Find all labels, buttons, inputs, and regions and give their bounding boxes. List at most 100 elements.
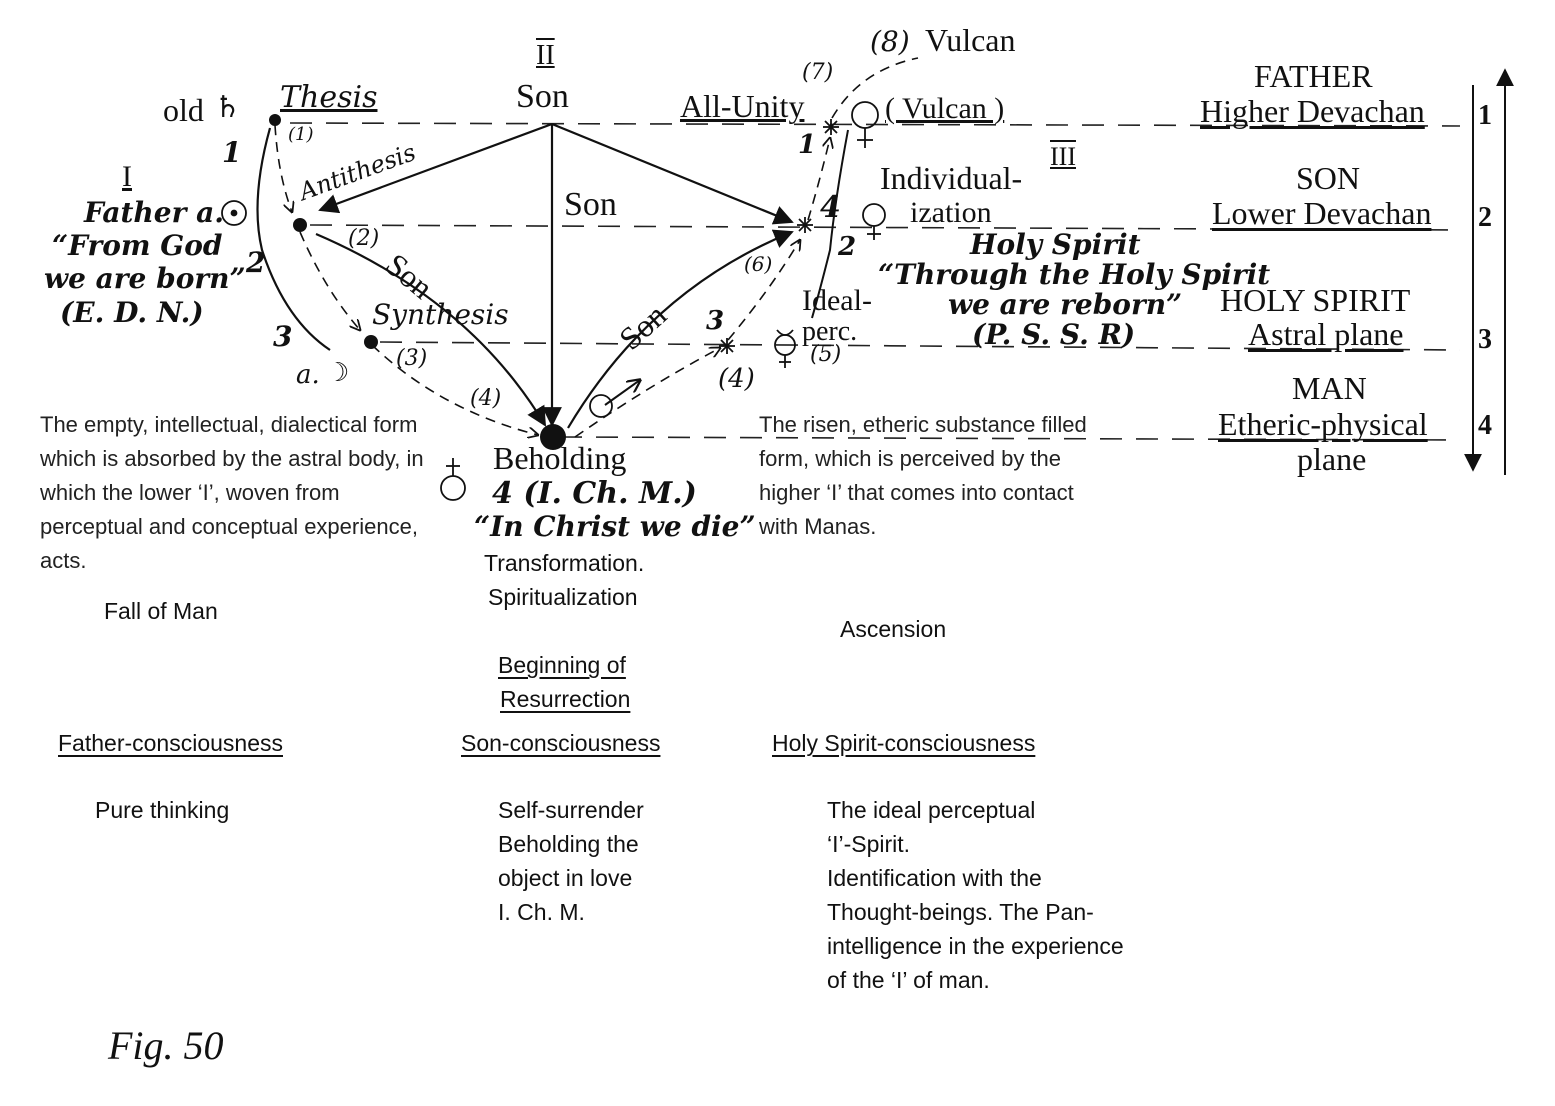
dash-star3-star2 — [727, 240, 800, 341]
holy-spirit-quote-1: “Through the Holy Spirit — [878, 258, 1271, 291]
venus-symbol-top — [851, 101, 879, 148]
plane-name-holy-spirit: HOLY SPIRIT — [1220, 282, 1411, 318]
hs-line-5: of the ‘I’ of man. — [827, 967, 990, 993]
plane-line-2 — [309, 224, 1461, 231]
star-1 — [823, 119, 839, 135]
numeral-i: I — [122, 160, 132, 193]
father-consciousness: Father-consciousness — [58, 730, 283, 756]
marker-moon-a: a. — [296, 360, 320, 390]
father-source: (E. D. N.) — [60, 296, 204, 329]
marker-n2-left: 2 — [246, 246, 266, 279]
marker-p3: (3) — [396, 346, 428, 371]
marker-n1-right: 1 — [798, 130, 817, 160]
son-line-1: Beholding the — [498, 831, 639, 857]
marker-p5: (5) — [810, 342, 842, 367]
hs-line-0: The ideal perceptual — [827, 797, 1036, 823]
dash-vulcan-arc — [831, 57, 919, 119]
plane-name-father: FATHER — [1254, 58, 1373, 94]
moon-symbol: ☽ — [326, 358, 350, 388]
plane-higher-devachan: Higher Devachan — [1200, 93, 1425, 129]
son-line-2: object in love — [498, 865, 633, 891]
dash-thesis-antithesis — [274, 124, 292, 212]
left-brace — [256, 127, 331, 351]
holy-spirit-quote-2: we are reborn” — [948, 288, 1183, 321]
son-consciousness: Son-consciousness — [461, 730, 661, 756]
arrow-son-individualization — [551, 122, 794, 225]
marker-p7: (7) — [802, 60, 834, 85]
label-ascension: Ascension — [840, 616, 947, 642]
label-old-saturn: old — [163, 92, 204, 128]
node-beholding: Beholding — [493, 440, 627, 476]
holy-spirit-consciousness: Holy Spirit-consciousness — [772, 730, 1036, 756]
dash-antithesis-synthesis — [299, 231, 360, 330]
mercury-symbol-beholding — [589, 394, 613, 418]
plane-line-4 — [559, 436, 1461, 441]
plane-astral: Astral plane — [1248, 316, 1404, 352]
description-right: The risen, etheric substance filled form… — [759, 412, 1087, 539]
marker-n1-left: 1 — [222, 136, 242, 169]
figure-caption: Fig. 50 — [108, 1023, 224, 1068]
marker-p8: (8) — [870, 25, 910, 58]
father-label: Father a. — [84, 196, 224, 229]
center-four: 4 (I. Ch. M.) — [492, 476, 697, 511]
plane-num-1: 1 — [1478, 100, 1492, 131]
label-fall-of-man: Fall of Man — [104, 598, 218, 624]
plane-num-4: 4 — [1478, 410, 1492, 441]
hs-line-3: Thought-beings. The Pan- — [827, 899, 1094, 925]
pure-thinking: Pure thinking — [95, 797, 230, 823]
center-beginning-1: Beginning of — [498, 652, 626, 678]
father-quote-1: “From God — [52, 229, 223, 262]
node-individualization-2: ization — [910, 196, 992, 229]
saturn-symbol: ♄ — [214, 90, 241, 125]
node-vulcan-outer: Vulcan — [925, 22, 1016, 58]
star-3 — [719, 338, 735, 354]
node-synthesis: Synthesis — [372, 298, 509, 331]
marker-p1: (1) — [288, 124, 314, 145]
earth-symbol-beholding — [440, 458, 466, 501]
node-antithesis-dot — [293, 218, 307, 232]
node-thesis-dot — [269, 114, 281, 126]
arrow-son-antithesis — [318, 122, 553, 214]
star-2 — [797, 217, 813, 233]
node-thesis: Thesis — [280, 80, 378, 115]
holy-spirit-source: (P. S. S. R) — [972, 318, 1136, 351]
plane-lower-devachan: Lower Devachan — [1212, 195, 1432, 231]
edge-son-center: Son — [564, 186, 617, 223]
plane-line-3 — [379, 341, 1461, 351]
center-transformation: Transformation. — [484, 550, 645, 576]
numeral-ii: II — [536, 40, 555, 71]
node-vulcan-inner: ( Vulcan ) — [885, 92, 1005, 125]
node-beholding-dot — [540, 424, 566, 450]
numeral-iii: III — [1050, 142, 1076, 171]
plane-etheric-physical-2: plane — [1297, 441, 1367, 477]
description-left: The empty, intellectual, dialectical for… — [40, 412, 424, 573]
marker-n3-right: 3 — [706, 306, 725, 336]
arrow-antithesis-beholding — [315, 232, 547, 427]
marker-n4-right: 4 — [820, 190, 841, 225]
plane-num-3: 3 — [1478, 324, 1492, 355]
center-spiritualization: Spiritualization — [488, 584, 638, 610]
dash-beholding-star3 — [574, 348, 720, 438]
venus-symbol-mid — [862, 203, 886, 240]
node-individualization-1: Individual- — [880, 160, 1023, 196]
plane-num-2: 2 — [1478, 202, 1492, 233]
marker-n3-left: 3 — [273, 320, 293, 353]
holy-spirit-label: Holy Spirit — [970, 228, 1141, 261]
marker-p4b: (4) — [718, 364, 755, 394]
node-all-unity: All-Unity — [680, 88, 805, 124]
node-ideal-1: Ideal- — [802, 284, 872, 317]
center-quote: “In Christ we die” — [474, 510, 756, 543]
plane-name-son: SON — [1296, 160, 1361, 196]
dash-star2-star1 — [807, 138, 830, 221]
marker-p4: (4) — [470, 386, 502, 411]
sun-symbol — [221, 200, 247, 226]
plane-etheric-physical: Etheric-physical — [1218, 406, 1428, 442]
arrow-beholding-individualization — [567, 229, 794, 429]
hs-line-4: intelligence in the experience — [827, 933, 1124, 959]
mercury-symbol-ideal — [774, 329, 796, 368]
center-beginning-2: Resurrection — [500, 686, 631, 712]
marker-n2-right: 2 — [838, 232, 857, 262]
marker-p2: (2) — [348, 226, 380, 251]
node-ideal-2: perc. — [802, 316, 858, 347]
